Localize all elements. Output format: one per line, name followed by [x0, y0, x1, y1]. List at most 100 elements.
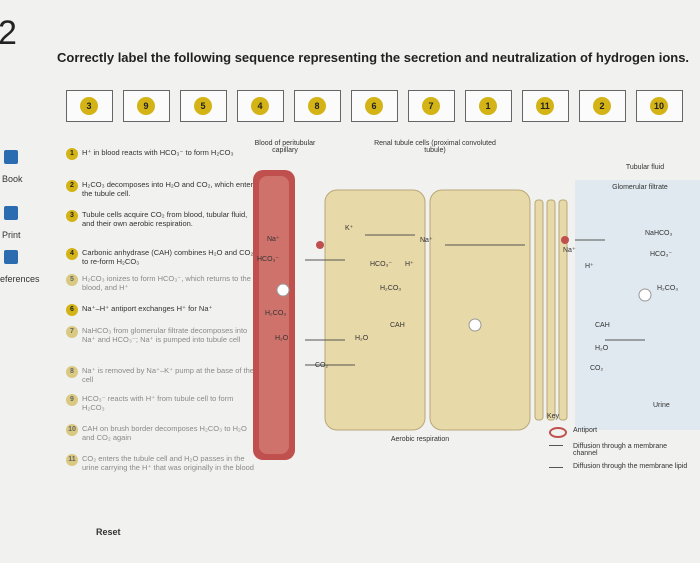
answer-slot[interactable]: 3: [66, 90, 113, 122]
renal-label: Renal tubule cells (proximal convoluted …: [374, 140, 496, 154]
legend-item: Diffusion through the membrane lipid: [573, 463, 688, 470]
glom-label: Glomerular filtrate: [612, 184, 668, 191]
chem-label: K⁺: [345, 225, 354, 232]
answer-slot[interactable]: 6: [351, 90, 398, 122]
question-title: Correctly label the following sequence r…: [57, 50, 690, 65]
antiport-symbol: [316, 241, 324, 249]
nav-book-label: Book: [2, 174, 23, 184]
answer-slot[interactable]: 9: [123, 90, 170, 122]
diagram-badge: [468, 318, 482, 332]
chem-label: H₂CO₃: [657, 285, 679, 292]
label-chip[interactable]: 3: [80, 97, 98, 115]
chem-label: HCO₃⁻: [650, 251, 673, 258]
chem-label: H₂O: [595, 345, 609, 352]
chem-label: CAH: [595, 322, 610, 329]
step-text: CO₂ enters the tubule cell and H₂O passe…: [82, 454, 254, 472]
label-chip[interactable]: 2: [593, 97, 611, 115]
step-item: 11 CO₂ enters the tubule cell and H₂O pas…: [66, 454, 257, 472]
legend-title: Key: [547, 413, 560, 420]
diagram-badge: [638, 288, 652, 302]
step-text: NaHCO₃ from glomerular filtrate decompos…: [82, 326, 248, 344]
legend-item: Diffusion through a membrane channel: [573, 443, 668, 457]
chem-label: CO₂: [315, 362, 329, 369]
aerobic-label: Aerobic respiration: [390, 436, 450, 443]
diagram-badge: [276, 283, 290, 297]
tubule-cell: [324, 189, 426, 431]
references-icon: [4, 250, 18, 264]
reset-button[interactable]: Reset: [96, 527, 121, 537]
answer-slot[interactable]: 1: [465, 90, 512, 122]
book-icon: [4, 150, 18, 164]
step-item: 9 HCO₃⁻ reacts with H⁺ from tubule cell t…: [66, 394, 257, 412]
step-text: Na⁺ is removed by Na⁺–K⁺ pump at the bas…: [82, 366, 254, 384]
answer-slot[interactable]: 10: [636, 90, 683, 122]
step-number-badge: 4: [66, 248, 78, 260]
label-chip[interactable]: 5: [194, 97, 212, 115]
brush-border: [534, 199, 568, 421]
step-item: 5 H₂CO₃ ionizes to form HCO₃⁻, which retu…: [66, 274, 257, 292]
chem-label: Urine: [653, 402, 670, 409]
step-text: H₂CO₃ decomposes into H₂O and CO₂, which…: [82, 180, 254, 198]
answer-slot[interactable]: 2: [579, 90, 626, 122]
label-chip[interactable]: 6: [365, 97, 383, 115]
step-text: CAH on brush border decomposes H₂CO₃ to …: [82, 424, 247, 442]
label-chip[interactable]: 11: [536, 97, 554, 115]
chem-label: Na⁺: [267, 236, 280, 243]
step-text: H₂CO₃ ionizes to form HCO₃⁻, which retur…: [82, 274, 251, 292]
blood-label: Blood of peritubular capillary: [254, 140, 316, 154]
question-number: 2: [0, 14, 17, 52]
step-number-badge: 1: [66, 148, 78, 160]
tubular-fluid: [575, 180, 700, 430]
printer-icon: [4, 206, 18, 220]
chem-label: CO₂: [590, 365, 604, 372]
flow-arrows: [305, 234, 645, 366]
label-chip[interactable]: 8: [308, 97, 326, 115]
step-number-badge: 7: [66, 326, 78, 338]
step-number-badge: 5: [66, 274, 78, 286]
answer-slot[interactable]: 7: [408, 90, 455, 122]
chem-label: NaHCO₃: [645, 230, 673, 237]
answer-slot[interactable]: 5: [180, 90, 227, 122]
label-chip[interactable]: 7: [422, 97, 440, 115]
antiport-icon: [549, 427, 567, 438]
step-number-badge: 9: [66, 394, 78, 406]
step-number-badge: 3: [66, 210, 78, 222]
answer-slot[interactable]: 4: [237, 90, 284, 122]
step-number-badge: 11: [66, 454, 78, 466]
chem-label: H⁺: [405, 261, 414, 268]
chem-label: H₂O: [355, 335, 369, 342]
tubule-diagram: Blood of peritubular capillary Renal tub…: [245, 140, 700, 460]
chem-label: HCO₃⁻: [370, 261, 393, 268]
label-chip[interactable]: 1: [479, 97, 497, 115]
tubule-cell: [429, 189, 531, 431]
answer-slot[interactable]: 8: [294, 90, 341, 122]
legend-item: Antiport: [573, 427, 598, 434]
step-number-badge: 10: [66, 424, 78, 436]
chem-label: H₂O: [275, 335, 289, 342]
label-chip[interactable]: 9: [137, 97, 155, 115]
step-number-badge: 8: [66, 366, 78, 378]
answer-slot[interactable]: 11: [522, 90, 569, 122]
step-item: 8 Na⁺ is removed by Na⁺–K⁺ pump at the ba…: [66, 366, 257, 384]
lipid-diffusion-icon: [549, 467, 563, 468]
antiport-symbol: [561, 236, 569, 244]
step-item: 10 CAH on brush border decomposes H₂CO₃ t…: [66, 424, 257, 442]
step-text: Carbonic anhydrase (CAH) combines H₂O an…: [82, 248, 254, 266]
nav-print-label: Print: [2, 230, 21, 240]
chem-label: CAH: [390, 322, 405, 329]
blood-vessel-lumen: [259, 176, 289, 454]
label-chip[interactable]: 4: [251, 97, 269, 115]
label-chip[interactable]: 10: [650, 97, 668, 115]
step-number-badge: 2: [66, 180, 78, 192]
fluid-label: Tubular fluid: [625, 164, 665, 171]
chem-label: HCO₃⁻: [257, 256, 280, 263]
step-item: 2 H₂CO₃ decomposes into H₂O and CO₂, whic…: [66, 180, 257, 198]
chem-label: H₂CO₃: [265, 310, 287, 317]
step-text: HCO₃⁻ reacts with H⁺ from tubule cell to…: [82, 394, 234, 412]
channel-diffusion-icon: [549, 445, 563, 446]
chem-label: H₂CO₃: [380, 285, 402, 292]
step-text: Na⁺–H⁺ antiport exchanges H⁺ for Na⁺: [82, 304, 213, 313]
